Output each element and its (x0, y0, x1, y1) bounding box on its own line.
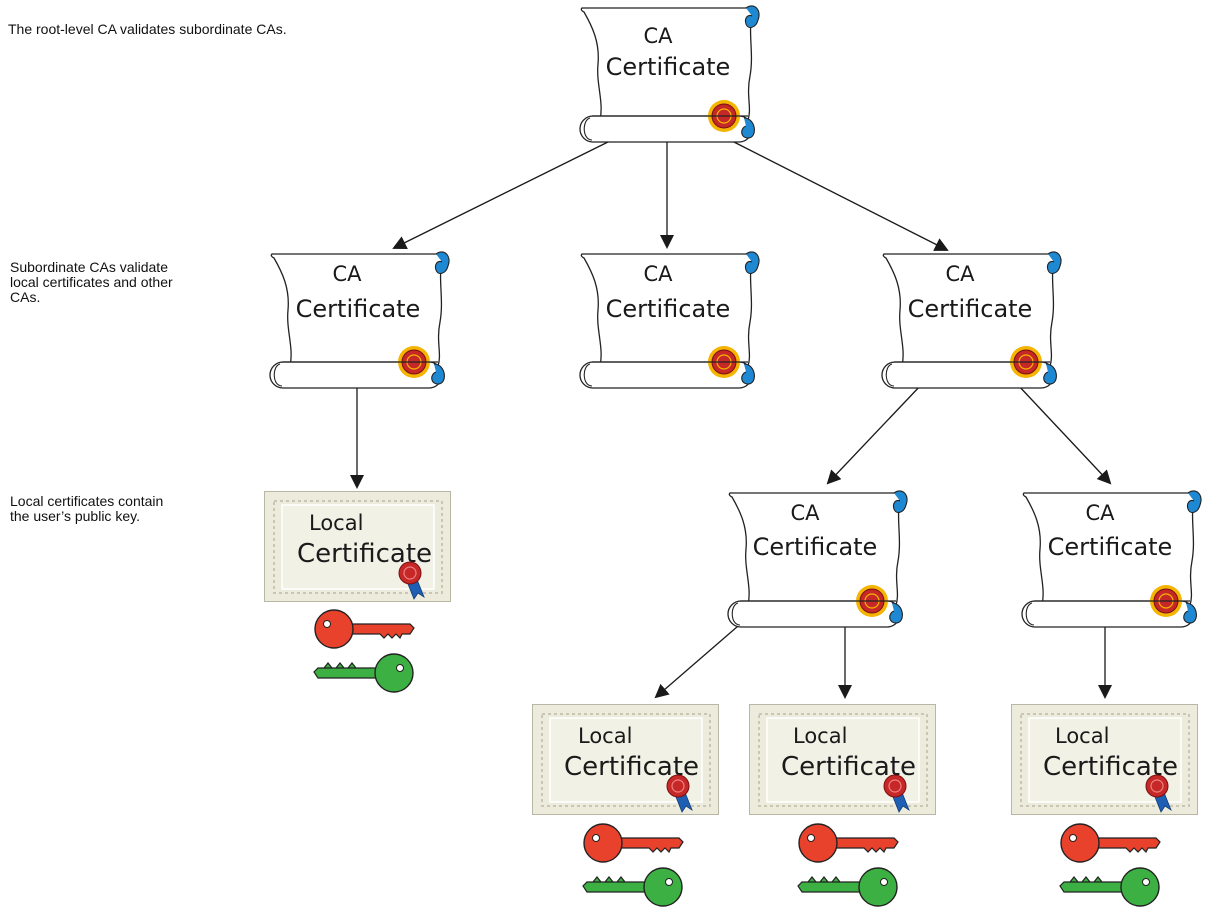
public-key-icon (313, 653, 414, 693)
private-key-icon (1060, 823, 1161, 863)
ca-certificate-subordinate-left: CA Certificate (269, 251, 450, 389)
ca-certificate-title-line2: Certificate (606, 295, 731, 323)
ca-certificate-title-line1: CA (643, 24, 673, 48)
public-key-icon (1059, 867, 1160, 907)
arrow-ca-right-to-ca-sub2 (1016, 383, 1112, 485)
local-certificate-bottom-c: Local Certificate (1010, 703, 1199, 907)
ca-certificate-title-line2: Certificate (753, 533, 878, 561)
local-certificate-left: Local Certificate (263, 490, 452, 693)
local-certificate-title-line1: Local (793, 724, 847, 748)
public-key-icon (582, 867, 683, 907)
local-certificate-title-line2: Certificate (1043, 752, 1178, 782)
local-certificate-title-line2: Certificate (297, 539, 432, 569)
local-certificate-title-line2: Certificate (564, 752, 699, 782)
ca-certificate-third-level-right: CA Certificate (1021, 490, 1202, 628)
root-ca-caption: The root-level CA validates subordinate … (8, 21, 287, 37)
local-certificate-title-line1: Local (578, 724, 632, 748)
private-key-icon (798, 823, 899, 863)
local-certificate-bottom-a: Local Certificate (531, 703, 720, 907)
ca-certificate-title-line1: CA (332, 262, 362, 286)
ca-certificate-title-line1: CA (1085, 501, 1115, 525)
arrow-root-to-ca-left (392, 139, 613, 249)
ca-certificate-third-level-left: CA Certificate (727, 490, 908, 628)
private-key-icon (583, 823, 684, 863)
ca-certificate-title-line2: Certificate (908, 295, 1033, 323)
ca-certificate-title-line1: CA (643, 262, 673, 286)
ca-certificate-root: CA Certificate (579, 5, 760, 143)
subordinate-ca-caption: Subordinate CAs validate local certifica… (10, 259, 173, 305)
ca-certificate-subordinate-right: CA Certificate (881, 251, 1062, 389)
hierarchy-arrows (350, 139, 1112, 699)
ca-certificate-title-line2: Certificate (296, 295, 421, 323)
local-certificate-caption: Local certificates contain the user’s pu… (10, 493, 164, 524)
local-certificate-title-line1: Local (1055, 724, 1109, 748)
ca-certificate-subordinate-middle: CA Certificate (579, 251, 760, 389)
ca-certificate-title-line2: Certificate (606, 53, 731, 81)
local-certificate-bottom-b: Local Certificate (748, 703, 937, 907)
arrow-ca-sub1-to-local-a (654, 619, 746, 699)
local-certificate-title-line1: Local (309, 511, 363, 535)
arrow-ca-right-to-ca-sub1 (826, 383, 923, 485)
ca-certificate-title-line1: CA (790, 501, 820, 525)
private-key-icon (314, 609, 415, 649)
local-certificate-title-line2: Certificate (781, 752, 916, 782)
ca-certificate-title-line2: Certificate (1048, 533, 1173, 561)
public-key-icon (797, 867, 898, 907)
arrow-root-to-ca-right (729, 139, 949, 251)
ca-certificate-title-line1: CA (945, 262, 975, 286)
